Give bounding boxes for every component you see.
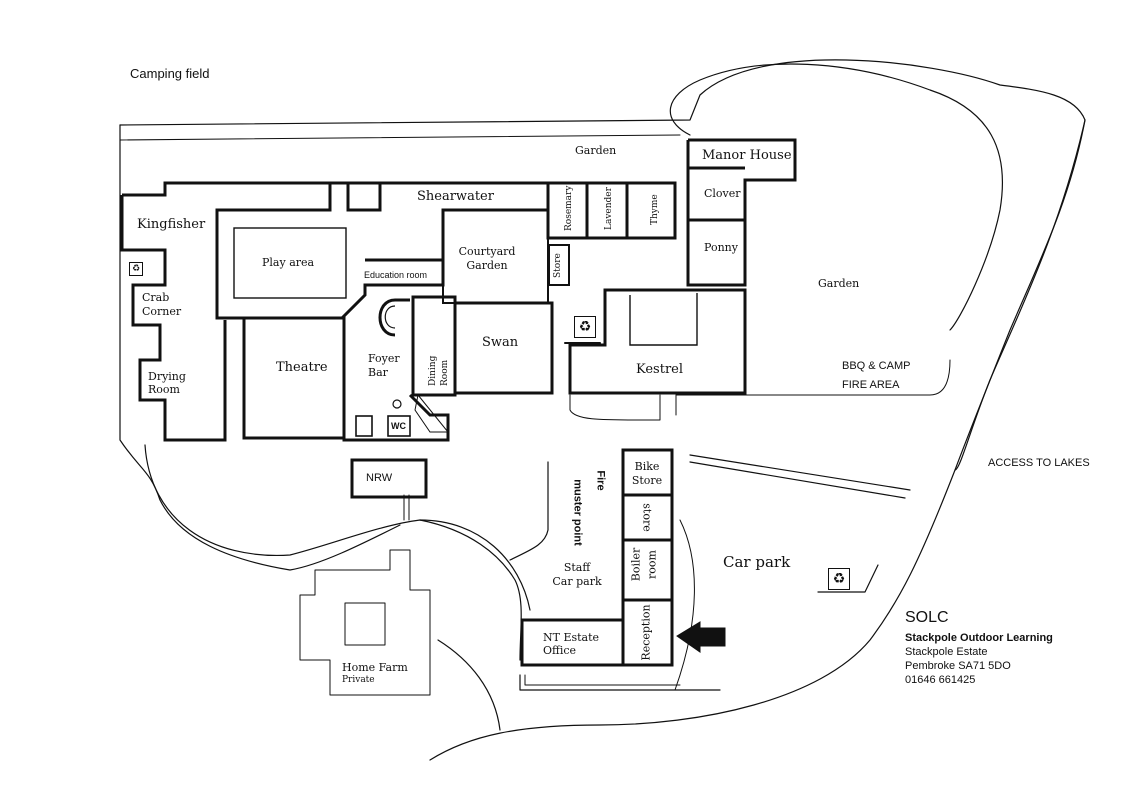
store-small-label: Store: [553, 253, 563, 278]
rosemary-label: Rosemary: [564, 185, 574, 231]
foyer-box: [342, 318, 450, 442]
bbq-label-2: FIRE AREA: [842, 379, 900, 391]
wc-box: [387, 415, 411, 437]
fire-muster-label-1: Fire: [594, 470, 607, 491]
drive-bottom-2: [524, 674, 681, 686]
dining-room-label-1: Dining: [428, 355, 438, 386]
driveway-outer: [419, 519, 522, 661]
nt-estate-office-label-2: Office: [543, 644, 577, 657]
foyer-bar-label-2: Bar: [368, 366, 388, 379]
car-park-edge: [689, 454, 911, 499]
wc-label: WC: [391, 421, 406, 431]
address-title: SOLC: [905, 609, 949, 626]
address-line2: Pembroke SA71 5DO: [905, 660, 1011, 672]
thyme-label: Thyme: [650, 194, 660, 225]
home-farm-outline: [299, 549, 431, 696]
store-small-box: [548, 244, 570, 286]
courtyard-garden-label-1: Courtyard: [458, 245, 516, 258]
boiler-room-label-1: Boiler: [629, 547, 643, 582]
manor-house-box: [686, 138, 797, 287]
arrow-left-icon: [676, 621, 726, 653]
crab-corner-label-1: Crab: [142, 291, 170, 304]
foyer-bar-label-1: Foyer: [368, 352, 400, 365]
recycle-bar-carpark: [817, 564, 879, 593]
muster-path: [509, 461, 549, 561]
kingfisher-wing: [120, 195, 227, 442]
kestrel-ground: [569, 394, 677, 421]
shearwater-gap: [346, 183, 382, 212]
staff-car-park-label-1: Staff: [563, 561, 591, 574]
education-room-label: Education room: [364, 270, 428, 280]
drying-room-label-2: Room: [148, 383, 180, 396]
drive-bottom: [519, 674, 721, 691]
courtyard-garden-label-2: Garden: [466, 259, 508, 272]
kestrel-label: Kestrel: [636, 362, 684, 377]
camping-field-label: Camping field: [130, 66, 210, 81]
ramp: [414, 393, 450, 433]
play-area-box: [233, 227, 347, 299]
address-line1: Stackpole Estate: [905, 646, 988, 658]
recycle-icon: ♻: [828, 568, 850, 590]
accessible-box: [355, 415, 373, 437]
car-park-curve: [674, 519, 695, 691]
car-park-label: Car park: [723, 553, 791, 571]
manor-house-label: Manor House: [702, 148, 792, 163]
shearwater-label: Shearwater: [417, 189, 494, 204]
driveway-inner: [437, 639, 501, 731]
clover-label: Clover: [704, 187, 741, 200]
bbq-label-1: BBQ & CAMP: [842, 360, 911, 372]
theatre-box: [242, 316, 346, 440]
grounds-boundary-top: [119, 134, 681, 141]
play-area-label: Play area: [262, 256, 315, 269]
service-block: [621, 448, 674, 667]
staff-car-park-label-2: Car park: [552, 575, 602, 588]
courtyard-box: [442, 209, 549, 304]
boiler-room-label-2: room: [645, 550, 659, 579]
kingfisher-label: Kingfisher: [137, 217, 206, 232]
bike-store-label-2: Store: [631, 474, 663, 487]
lakes-path-outer: [954, 119, 1086, 471]
dining-room-box: [411, 295, 457, 397]
fire-muster-label-2: muster point: [571, 479, 584, 546]
access-lakes-label: ACCESS TO LAKES: [988, 457, 1090, 469]
left-road: [144, 444, 531, 611]
nrw-path: [403, 494, 410, 521]
garden-right-label: Garden: [818, 277, 860, 290]
reception-label: Reception: [639, 604, 653, 661]
garden-blob: [669, 63, 1004, 331]
bike-store-label-1: Bike: [634, 460, 660, 473]
foyer-arch: [378, 298, 410, 337]
kestrel-box: [568, 288, 747, 395]
nrw-box: [350, 458, 428, 499]
nrw-label: NRW: [366, 472, 393, 484]
crab-corner-label-2: Corner: [142, 305, 182, 318]
garden-top-label: Garden: [575, 144, 617, 157]
east-lawn: [675, 359, 951, 396]
nt-estate-office-label-1: NT Estate: [543, 631, 600, 644]
private-label: Private: [342, 675, 375, 685]
main-block-outline: [122, 181, 550, 320]
lavender-label: Lavender: [604, 187, 614, 230]
baby-change-circle: [392, 399, 402, 409]
address-org: Stackpole Outdoor Learning: [905, 632, 1053, 644]
theatre-label: Theatre: [276, 360, 328, 375]
herb-rooms: [546, 181, 677, 240]
recycle-icon: ♻: [574, 316, 596, 338]
ponny-label: Ponny: [704, 241, 738, 254]
address-phone: 01646 661425: [905, 674, 976, 686]
service-block-divides: [623, 493, 672, 602]
swan-label: Swan: [482, 335, 519, 350]
left-boundary: [119, 124, 401, 571]
kestrel-inner: [629, 293, 698, 346]
nt-estate-office-box: [520, 618, 625, 667]
foyer-arch-inner: [384, 305, 396, 329]
drying-room-label-1: Drying: [148, 370, 186, 383]
recycle-icon: ♻: [129, 262, 143, 276]
home-farm-courtyard: [344, 602, 386, 646]
dining-room-label-2: Room: [440, 359, 450, 386]
store-vertical-label: store: [640, 503, 654, 532]
clover-ponny-divide: [688, 166, 745, 222]
home-farm-label: Home Farm: [342, 661, 408, 674]
